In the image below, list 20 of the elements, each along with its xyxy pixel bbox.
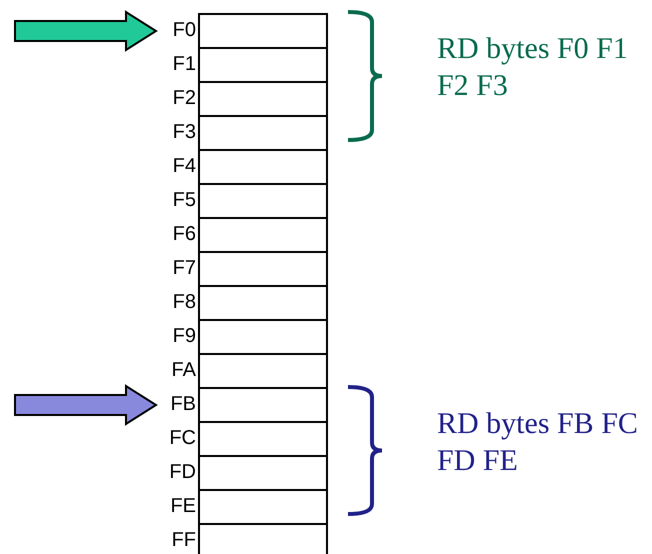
bracket-label: RD bytes F0 F1 F2 F3 xyxy=(437,31,629,104)
address-label: F6 xyxy=(172,222,196,247)
address-label: F3 xyxy=(172,120,196,145)
address-label: FC xyxy=(168,426,196,451)
address-label: F9 xyxy=(172,324,196,349)
bracket-label: RD bytes FB FC FD FE xyxy=(437,406,639,479)
address-label: FF xyxy=(170,528,196,553)
address-label: F8 xyxy=(172,290,196,315)
address-label: F7 xyxy=(172,256,196,281)
address-label: F1 xyxy=(172,52,196,77)
address-label: FB xyxy=(169,392,196,417)
block-arrow xyxy=(14,10,158,52)
address-label: F4 xyxy=(172,154,196,179)
address-label: F5 xyxy=(172,188,196,213)
address-label: FA xyxy=(170,358,196,383)
address-label: F2 xyxy=(172,86,196,111)
block-arrow xyxy=(14,384,158,426)
address-label: F0 xyxy=(172,18,196,43)
address-label: FD xyxy=(168,460,196,485)
address-label: FE xyxy=(169,494,196,519)
